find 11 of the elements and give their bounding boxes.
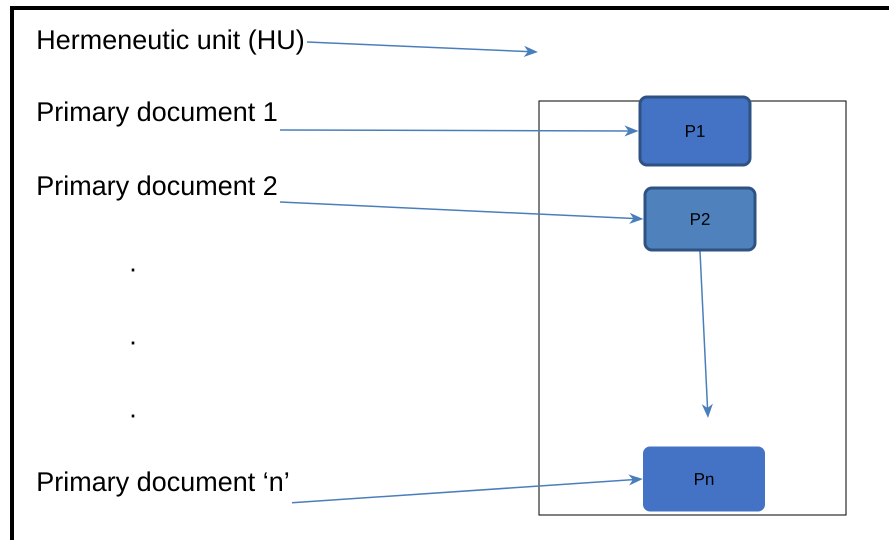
ellipsis-dot: . bbox=[132, 414, 134, 418]
document-box: P2 bbox=[644, 186, 756, 252]
ellipsis-dot: . bbox=[132, 342, 134, 344]
document-box: Pn bbox=[643, 446, 765, 512]
document-label: Primary document 2 bbox=[38, 175, 276, 201]
document-label: Primary document 1 bbox=[38, 101, 276, 127]
document-label: Primary document ‘n’ bbox=[38, 471, 288, 497]
document-label: Hermeneutic unit (HU) bbox=[38, 29, 304, 55]
ellipsis-dot: . bbox=[132, 268, 134, 272]
document-box: P1 bbox=[638, 96, 752, 166]
container-box bbox=[538, 100, 846, 516]
